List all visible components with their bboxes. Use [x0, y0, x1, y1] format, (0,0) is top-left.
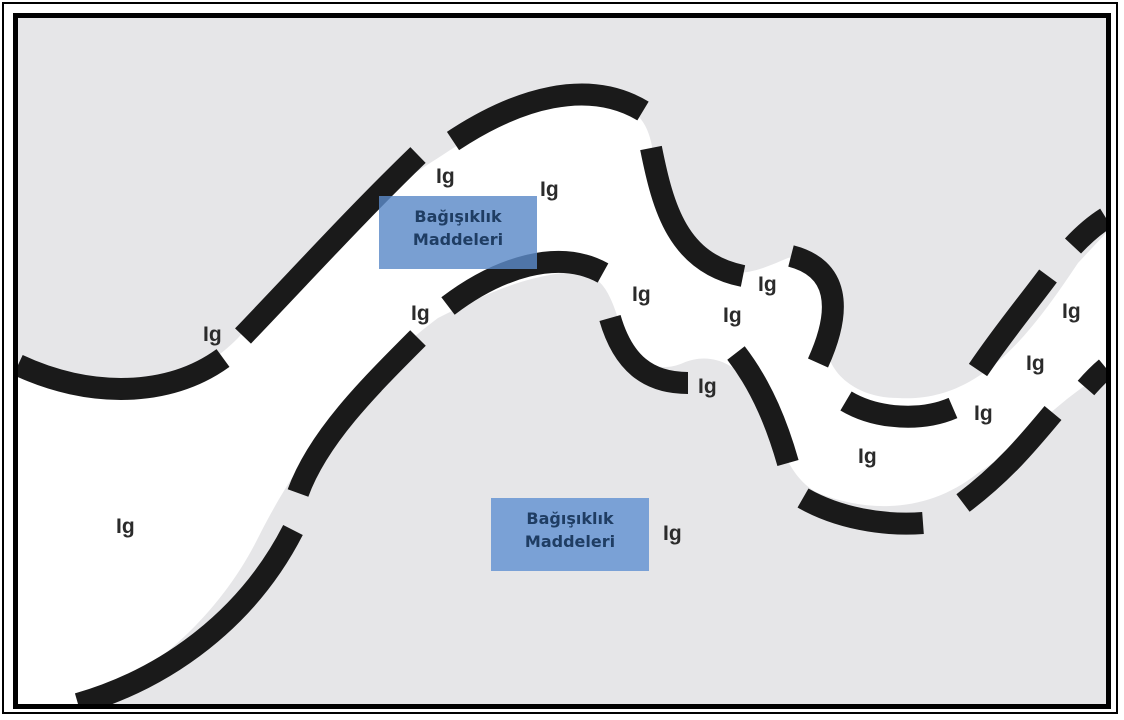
ig-label: Ig — [540, 178, 559, 201]
wall-segment — [18, 348, 230, 400]
wall-segment — [1077, 359, 1106, 396]
ig-label: Ig — [1026, 352, 1045, 375]
wall-segment — [287, 330, 426, 497]
wall-segment — [840, 391, 958, 428]
wall-segment — [787, 245, 844, 368]
ig-label: Ig — [632, 283, 651, 306]
callout-line-2: Maddeleri — [524, 532, 616, 551]
ig-labels: Ig Ig Ig Ig Ig Ig Ig Ig Ig Ig Ig Ig Ig I… — [116, 165, 1081, 545]
callout-line-2: Maddeleri — [412, 230, 504, 249]
ig-label: Ig — [858, 445, 877, 468]
wall-segment — [968, 269, 1057, 377]
ig-label: Ig — [974, 402, 993, 425]
capillary-diagram: Ig Ig Ig Ig Ig Ig Ig Ig Ig Ig Ig Ig Ig I… — [18, 18, 1106, 704]
wall-segment — [235, 147, 426, 344]
vessel-channel — [18, 97, 1106, 704]
callout-line-1: Bağışıklık — [526, 509, 614, 528]
wall-segment — [640, 145, 746, 287]
wall-segment — [956, 405, 1062, 512]
callout-line-1: Bağışıklık — [414, 207, 502, 226]
ig-label: Ig — [436, 165, 455, 188]
wall-segment — [446, 83, 649, 151]
immune-substances-callout-upper: Bağışıklık Maddeleri — [379, 196, 537, 269]
wall-segment — [599, 314, 689, 394]
wall-segment — [727, 346, 799, 467]
wall-segment — [74, 524, 303, 704]
ig-label: Ig — [723, 304, 742, 327]
ig-label: Ig — [1062, 300, 1081, 323]
diagram-frame: Ig Ig Ig Ig Ig Ig Ig Ig Ig Ig Ig Ig Ig I… — [13, 13, 1111, 709]
ig-label: Ig — [758, 273, 777, 296]
ig-label: Ig — [203, 323, 222, 346]
wall-segment — [797, 488, 924, 535]
ig-label: Ig — [116, 515, 135, 538]
ig-label: Ig — [663, 522, 682, 545]
ig-label: Ig — [411, 302, 430, 325]
wall-segment — [1064, 208, 1106, 254]
immune-substances-callout-lower: Bağışıklık Maddeleri — [491, 498, 649, 571]
ig-label: Ig — [698, 375, 717, 398]
vessel-wall-upper — [18, 83, 1106, 428]
